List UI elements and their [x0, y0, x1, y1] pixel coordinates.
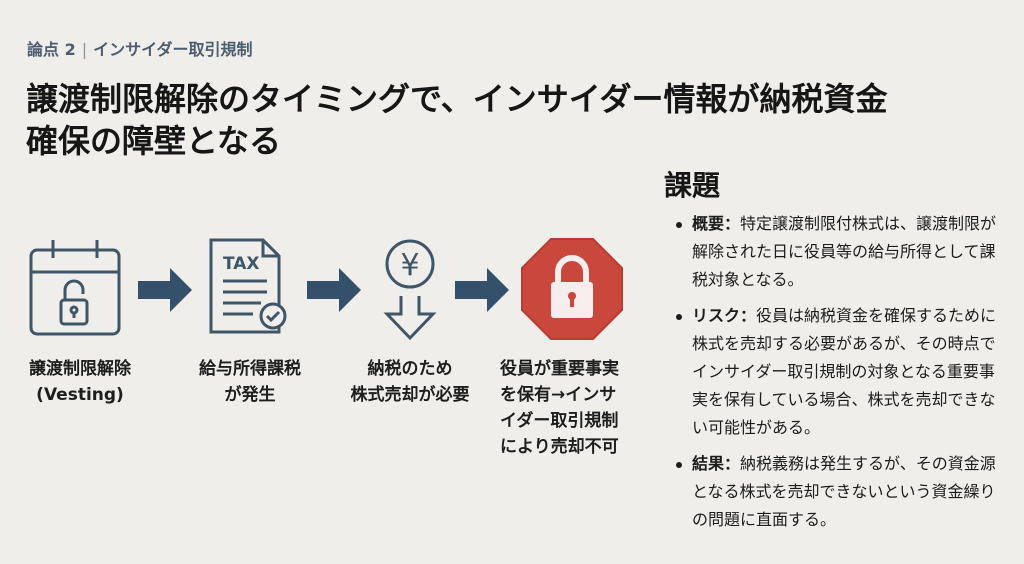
stop-lock-icon: [502, 236, 642, 342]
label-line: により売却不可: [500, 437, 619, 457]
section-label: 論点 2 | インサイダー取引規制: [27, 36, 252, 60]
title-line: 確保の障壁となる: [26, 122, 282, 160]
label-line: 役員が重要事実: [500, 359, 619, 379]
step-label-insider: 役員が重要事実を保有→インサイダー取引規制により売却不可: [500, 356, 638, 460]
label-line: 譲渡制限解除: [29, 359, 131, 379]
label-line: 給与所得課税: [199, 359, 301, 379]
section-topic: インサイダー取引規制: [93, 40, 253, 59]
list-item: リスク：役員は納税資金を確保するために株式を売却する必要があるが、その時点でイン…: [674, 302, 1010, 442]
label-line: 株式売却が必要: [350, 385, 470, 405]
tax-document-icon: TAX: [175, 236, 315, 336]
item-text: 特定譲渡制限付株式は、譲渡制限が解除された日に役員等の給与所得として課税対象とな…: [692, 214, 997, 289]
yen-down-arrow-icon: ¥: [340, 236, 480, 342]
page-title: 譲渡制限解除のタイミングで、インサイダー情報が納税資金確保の障壁となる: [26, 78, 1006, 162]
arrow-right-icon: [138, 268, 192, 312]
step-label-vesting: 譲渡制限解除 (Vesting): [25, 356, 135, 408]
list-item: 概要：特定譲渡制限付株式は、譲渡制限が解除された日に役員等の給与所得として課税対…: [674, 210, 1010, 294]
label-line: を保有→インサ: [500, 385, 617, 405]
step-label-sale: 納税のため株式売却が必要: [340, 356, 480, 408]
item-text: 役員は納税資金を確保するために株式を売却する必要があるが、その時点でインサイダー…: [692, 306, 997, 437]
label-line: 納税のため: [367, 359, 453, 379]
section-number: 論点 2: [27, 40, 76, 59]
list-item: 結果：納税義務は発生するが、その資金源となる株式を売却できないという資金繰りの問…: [674, 450, 1010, 534]
label-line: が発生: [224, 385, 276, 405]
arrow-right-icon: [307, 268, 361, 312]
item-label: 概要：: [692, 214, 741, 233]
calendar-unlock-icon: [5, 236, 145, 336]
step-label-tax: 給与所得課税が発生: [190, 356, 310, 408]
label-line: (Vesting): [36, 385, 124, 405]
item-label: リスク：: [692, 306, 757, 325]
issues-heading: 課題: [664, 169, 721, 202]
issues-list: 概要：特定譲渡制限付株式は、譲渡制限が解除された日に役員等の給与所得として課税対…: [674, 210, 1010, 542]
svg-text:TAX: TAX: [223, 254, 260, 274]
svg-text:¥: ¥: [400, 248, 419, 283]
item-text: 納税義務は発生するが、その資金源となる株式を売却できないという資金繰りの問題に直…: [692, 454, 996, 529]
item-label: 結果：: [692, 454, 741, 473]
title-line: 譲渡制限解除のタイミングで、インサイダー情報が納税資金: [26, 80, 888, 118]
label-line: イダー取引規制: [500, 411, 619, 431]
arrow-right-icon: [455, 268, 509, 312]
separator: |: [81, 40, 88, 59]
